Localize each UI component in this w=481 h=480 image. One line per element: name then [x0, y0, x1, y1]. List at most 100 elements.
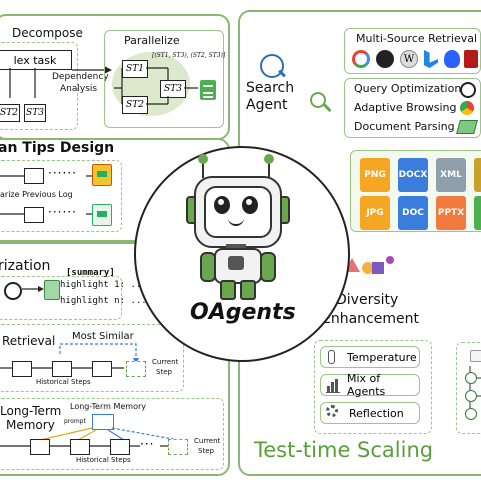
- subtask-st3-box: ST3: [24, 104, 46, 122]
- tips-step-box-2: [24, 207, 44, 223]
- browser-icon: [460, 101, 474, 115]
- tips-dots-2: ······: [48, 205, 77, 219]
- parallel-st3-box: ST3: [160, 80, 186, 98]
- robot-arm-right: [260, 252, 276, 282]
- st2-text: ST2: [0, 108, 18, 118]
- search-agent-title-1: Search: [246, 80, 295, 96]
- summarization-frame: [0, 276, 122, 320]
- tips-frame: [0, 160, 122, 232]
- parallel-sets-label: [(ST1, ST3), (ST2, ST3)]: [152, 52, 226, 59]
- tree-node-2: [465, 390, 477, 402]
- decompose-frame: [0, 42, 78, 130]
- file-tile-png: PNG: [360, 158, 390, 192]
- retrieval-current-label-1: Current: [152, 358, 179, 366]
- shapes-icon-network: [386, 256, 394, 264]
- file-tile-xml: XML: [436, 158, 466, 192]
- p-st2-text: ST2: [126, 100, 144, 110]
- oagents-logo-text: OAgents: [190, 300, 296, 325]
- ltm-box: [92, 414, 114, 430]
- robot-face: [204, 186, 272, 238]
- parallel-arrows: [114, 67, 198, 105]
- robot-leg-left: [220, 280, 236, 300]
- github-icon: [376, 50, 394, 68]
- most-similar-label: Most Similar: [72, 331, 134, 342]
- highlight-n-line: highlight n: ...: [60, 296, 147, 306]
- magnifier-icon: [310, 92, 326, 108]
- retrieval-historical-label: Historical Steps: [36, 378, 91, 386]
- tips-step-box-1: [24, 168, 44, 184]
- summarization-title: rization: [0, 258, 51, 274]
- tips-notebook-icon-1: [92, 164, 112, 186]
- arxiv-icon: [464, 50, 478, 68]
- ltm-dots: ···: [140, 437, 155, 451]
- long-term-title-2: Memory: [6, 418, 55, 432]
- ltm-step-3: [110, 439, 130, 455]
- summarization-arrow: [22, 286, 44, 292]
- file-tile-extra-2: [474, 196, 481, 230]
- bar-chart-icon: [326, 378, 340, 393]
- subtask-st2-box: ST2: [0, 104, 20, 122]
- highlight-1-line: highlight 1: ...: [60, 280, 147, 290]
- long-term-flow: [0, 427, 179, 447]
- google-icon: [352, 50, 370, 68]
- file-tile-docx: DOCX: [398, 158, 428, 192]
- openai-icon-summarization: [4, 282, 22, 300]
- reflection-box: Reflection: [320, 402, 420, 424]
- long-term-title-1: Long-Term: [0, 404, 62, 418]
- ltm-step-2: [70, 439, 90, 455]
- tree-root-node: [470, 350, 481, 362]
- robot-neck: [226, 244, 246, 250]
- retrieval-step-2: [52, 361, 72, 377]
- tips-caption: arize Previous Log: [0, 190, 73, 199]
- thermometer-icon: [328, 350, 335, 364]
- st3-text: ST3: [26, 108, 44, 118]
- parallel-st2-box: ST2: [122, 96, 148, 114]
- ltm-current-step: [168, 439, 188, 455]
- retrieval-current-step: [126, 361, 146, 377]
- robot-eye-left-shine: [218, 199, 224, 205]
- mix-of-agents-box: Mix of Agents: [320, 372, 420, 398]
- test-time-scaling-title: Test-time Scaling: [254, 438, 434, 462]
- prompt-label: prompt: [64, 418, 86, 425]
- antenna-right: [268, 160, 270, 178]
- robot-chest-panel: [228, 256, 244, 270]
- shapes-icon-circle: [362, 262, 374, 274]
- retrieval-current-label-2: Step: [156, 368, 172, 376]
- globe-search-icon: [260, 54, 284, 78]
- robot-eye-right-shine: [246, 199, 252, 205]
- retrieval-frame: [0, 324, 184, 392]
- adaptive-browsing-label: Adaptive Browsing: [354, 101, 457, 114]
- tips-notebook-icon-2: [92, 204, 112, 226]
- parallelize-label: Parallelize: [124, 34, 180, 47]
- diversity-title-2: Enhancement: [322, 311, 419, 327]
- antenna-right-ball: [264, 154, 274, 164]
- dependency-arrow: [72, 66, 112, 74]
- p-st3-text: ST3: [164, 84, 182, 94]
- diversity-frame: [314, 340, 432, 434]
- dependency-label: Dependency: [52, 72, 109, 82]
- antenna-left-ball: [198, 154, 208, 164]
- retrieval-flow: [0, 343, 139, 369]
- gear-icon: [326, 405, 338, 417]
- diversity-title-1: Diversity: [336, 292, 399, 308]
- robot-leg-right: [240, 280, 256, 300]
- file-tile-jpg: JPG: [360, 196, 390, 230]
- file-tile-extra-1: [474, 158, 481, 192]
- tips-dots-1: ······: [48, 166, 77, 180]
- wikipedia-icon: W: [400, 50, 418, 68]
- complex-task-box: lex task: [0, 50, 72, 70]
- robot-arm-left: [200, 252, 216, 282]
- document-stack-icon: [456, 120, 478, 134]
- document-parsing-label: Document Parsing: [354, 120, 455, 133]
- tree-node-1: [465, 372, 477, 384]
- tree-node-3: [465, 408, 477, 420]
- result-document-icon: [200, 80, 216, 100]
- p-st1-text: ST1: [126, 64, 144, 74]
- task-text: lex task: [13, 53, 57, 67]
- long-term-frame: [0, 398, 224, 470]
- summary-line: [summary]: [66, 268, 115, 278]
- mix-of-agents-label: Mix of Agents: [347, 372, 386, 398]
- ltm-label: Long-Term Memory: [70, 402, 146, 411]
- decompose-label: Decompose: [12, 26, 83, 40]
- analysis-label: Analysis: [60, 84, 98, 94]
